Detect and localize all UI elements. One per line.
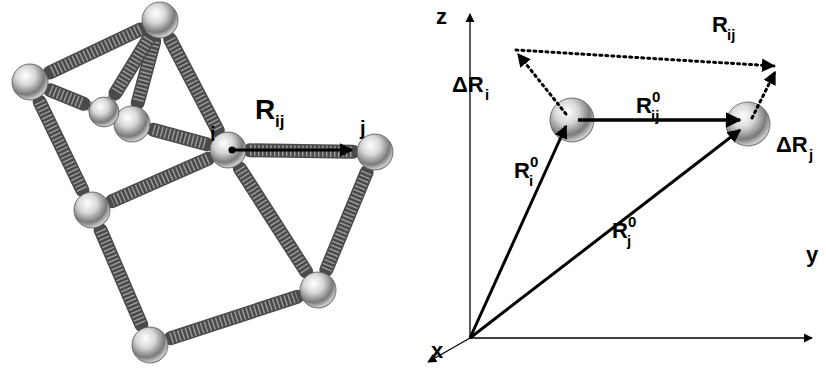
bead-set	[12, 2, 393, 363]
vector-arrow	[232, 149, 352, 152]
bead-j	[726, 102, 770, 146]
spring	[319, 161, 375, 282]
spring	[31, 90, 91, 202]
subscript: ij	[651, 108, 659, 123]
vector-label: R	[636, 95, 652, 117]
bead-label: i	[210, 124, 216, 144]
subscript: j	[627, 233, 631, 248]
spring	[162, 28, 227, 142]
axis-label: z	[436, 6, 447, 28]
spring-network	[31, 21, 374, 345]
spring	[100, 151, 219, 209]
bead-label: j	[360, 118, 366, 138]
vector-label: R	[255, 96, 275, 124]
subscript: j	[809, 147, 813, 162]
superscript: 0	[530, 154, 538, 169]
spring	[93, 219, 150, 337]
bead	[357, 134, 393, 170]
subscript: ij	[275, 113, 284, 130]
bead	[300, 272, 336, 308]
bead	[74, 192, 110, 228]
bead	[132, 327, 168, 363]
axes	[428, 14, 812, 362]
subscript: ij	[727, 27, 735, 42]
superscript: 0	[652, 89, 660, 104]
axis-label: y	[806, 244, 818, 266]
spring	[231, 157, 316, 283]
bead	[12, 64, 48, 100]
vectors	[470, 50, 775, 338]
subscript: i	[529, 173, 533, 188]
vector-label: R	[612, 220, 628, 242]
superscript: 0	[628, 214, 636, 229]
bead	[114, 106, 150, 142]
spring	[159, 290, 309, 346]
axis-label: x	[431, 340, 443, 362]
spring	[142, 123, 219, 151]
subscript: i	[485, 87, 489, 102]
vector-label: R	[514, 160, 530, 182]
vector-label: R	[712, 14, 728, 36]
bead	[89, 97, 119, 127]
vector-label: ΔR	[452, 74, 484, 96]
bead	[142, 2, 178, 38]
vector-label: ΔR	[776, 134, 808, 156]
spring	[106, 27, 157, 104]
